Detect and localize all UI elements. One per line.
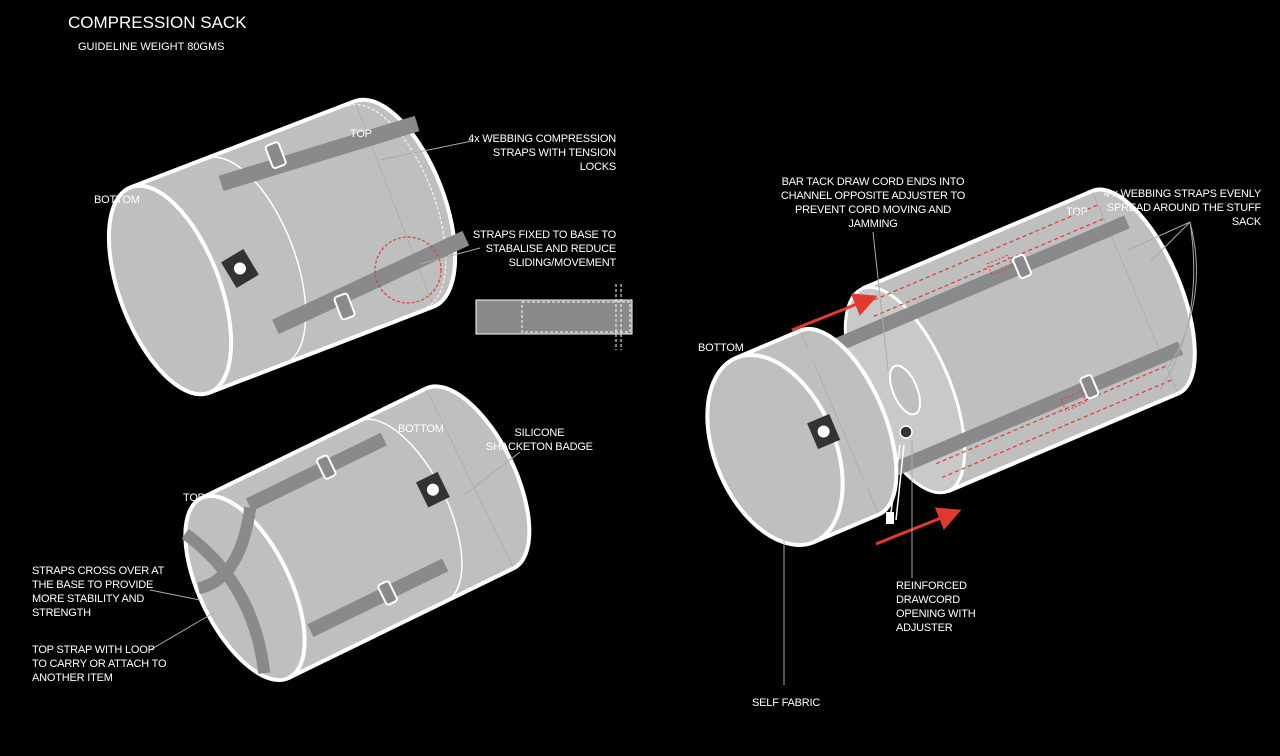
strap-detail: [475, 284, 633, 350]
strap: [272, 230, 470, 335]
strap: [245, 432, 387, 512]
detail-circle: [374, 236, 442, 304]
adjuster-icon: [899, 425, 913, 439]
strap: [307, 558, 449, 637]
sack-1-top-label: TOP: [350, 128, 372, 140]
buckle-icon: [333, 292, 356, 321]
buckle-icon: [1079, 374, 1100, 400]
buckle-icon: [264, 141, 287, 170]
buckle-icon: [316, 454, 337, 480]
strap: [218, 115, 420, 192]
sack-1: [106, 97, 470, 397]
sack-3-bottom-label: BOTTOM: [698, 342, 744, 354]
page-subtitle: GUIDELINE WEIGHT 80GMS: [78, 41, 225, 53]
sack-3-top-label: TOP: [1066, 206, 1088, 218]
page-title: COMPRESSION SACK: [68, 13, 247, 32]
drawcord-opening: [888, 364, 922, 416]
arrow: [875, 507, 962, 546]
arrow: [791, 293, 878, 332]
buckle-icon: [1012, 253, 1032, 279]
sack-2-bottom-label: BOTTOM: [398, 423, 444, 435]
buckle-icon: [377, 580, 398, 606]
sack-3-lid: [705, 326, 899, 547]
sack-2: [181, 384, 532, 683]
sack-1-bottom-label: BOTTOM: [94, 194, 140, 206]
bar-tack: [1060, 390, 1087, 412]
callout-self-fabric: SELF FABRIC: [752, 697, 821, 709]
sack-2-top-label: TOP: [183, 492, 205, 504]
